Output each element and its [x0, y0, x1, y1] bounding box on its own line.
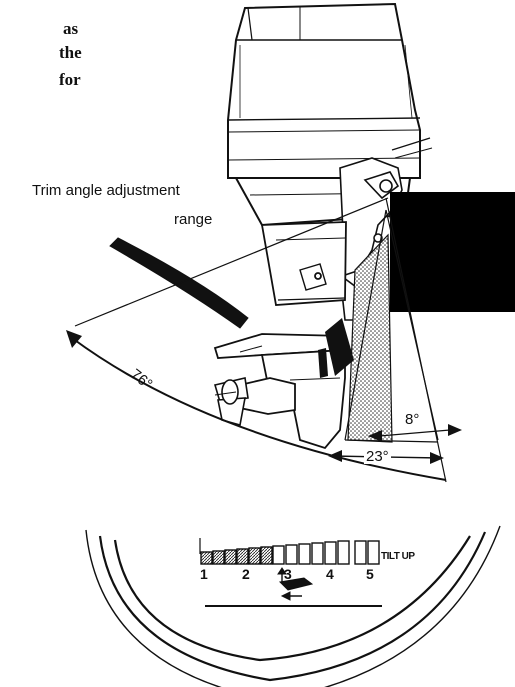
trim-arrowhead-right: [430, 452, 444, 464]
gauge-number-3: 3: [284, 566, 292, 582]
small-angle-dimension-line: [379, 429, 451, 437]
trim-range-label-line2: range: [174, 211, 213, 228]
trim-angle-label: 23°: [364, 448, 391, 465]
gauge-number-4: 4: [326, 566, 334, 582]
gauge-number-5: 5: [366, 566, 374, 582]
tilt-arc-arrowhead: [66, 330, 82, 348]
text-fragment-the: the: [59, 43, 82, 62]
trim-arrowhead-left: [328, 450, 342, 462]
trim-motion-arrow: [325, 318, 354, 376]
trim-range-label-line1: Trim angle adjustment: [32, 182, 180, 199]
trim-motion-bar: [318, 348, 328, 378]
engine-cowling: [227, 2, 421, 179]
boat-transom: [390, 192, 515, 312]
trim-gauge: [85, 525, 501, 687]
small-angle-label: 8°: [405, 411, 420, 428]
gauge-number-2: 2: [242, 566, 250, 582]
trim-range-lines: [344, 209, 439, 443]
small-angle-arrowhead-right: [448, 424, 462, 436]
trim-gauge-segments: [199, 538, 380, 565]
propeller: [213, 377, 249, 427]
gauge-number-1: 1: [200, 566, 208, 582]
gauge-tilt-up-label: TILT UP: [381, 551, 415, 562]
boat-trim-icon: [277, 567, 314, 601]
midsection-housing: [260, 221, 347, 306]
text-fragment-as: as: [63, 19, 79, 38]
trim-range-shading: [347, 233, 393, 443]
small-angle-arrowhead-left: [368, 430, 382, 442]
text-fragment-for: for: [59, 70, 81, 89]
